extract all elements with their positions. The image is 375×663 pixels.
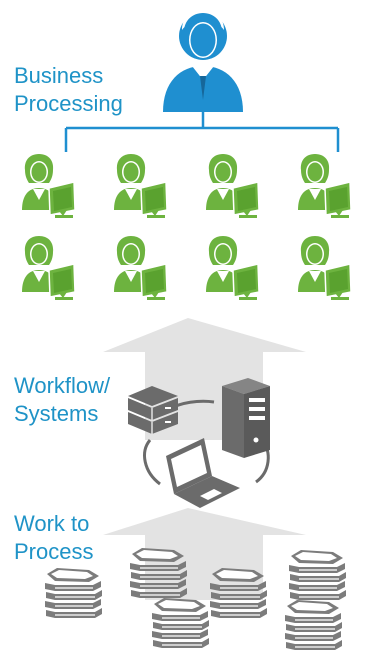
workflow-systems-label-line-1: Workflow/ [14, 373, 111, 398]
worker-icon-7 [205, 235, 260, 301]
work-to-process-label-line-2: Process [14, 539, 94, 564]
paper-stack-icon-6 [284, 599, 343, 651]
workflow-systems-label-line-2: Systems [14, 401, 99, 426]
database-stack-icon [128, 386, 178, 434]
manager-icon [163, 10, 243, 112]
business-processing-label-line-1: Business [14, 63, 104, 88]
server-icon [222, 378, 270, 458]
workflow-systems-label: Workflow/ Systems [14, 372, 110, 428]
business-processing-label-line-2: Processing [14, 91, 123, 116]
org-connector [64, 112, 340, 152]
worker-icon-2 [113, 153, 168, 219]
worker-icon-1 [21, 153, 76, 219]
paper-stack-icon-1 [44, 567, 103, 619]
worker-icon-3 [205, 153, 260, 219]
paper-stack-icon-4 [288, 549, 347, 601]
work-to-process-label-line-1: Work to [14, 511, 90, 536]
worker-icon-6 [113, 235, 168, 301]
worker-icon-8 [297, 235, 352, 301]
paper-stack-icon-5 [151, 597, 210, 649]
worker-icon-4 [297, 153, 352, 219]
laptop-icon [166, 438, 240, 508]
work-to-process-label: Work to Process [14, 510, 93, 566]
business-processing-label: Business Processing [14, 62, 123, 118]
worker-icon-5 [21, 235, 76, 301]
